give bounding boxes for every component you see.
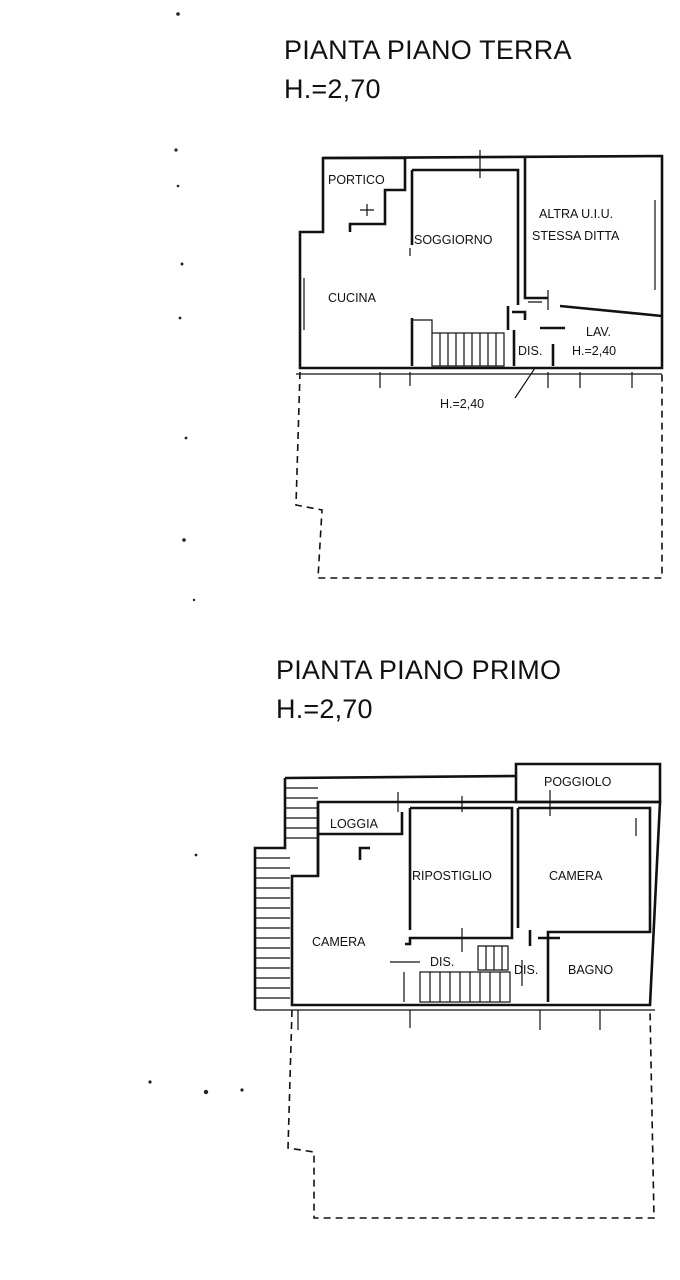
ground-floor-window-marks	[303, 150, 656, 330]
ground-floor-footprint-line	[296, 372, 662, 388]
ground-floor-height: H.=2,70	[284, 74, 381, 104]
first-floor-misc-marks	[390, 790, 637, 986]
ripostiglio-wall	[405, 806, 514, 946]
label-camera-left: CAMERA	[312, 935, 366, 949]
label-lav-height: H.=2,40	[572, 344, 616, 358]
label-cucina: CUCINA	[328, 291, 377, 305]
basement-height-leader	[514, 367, 536, 399]
dis-lav-partition	[506, 306, 565, 366]
ground-floor-basement-outline	[295, 371, 663, 579]
label-dis-right: DIS.	[514, 963, 538, 977]
label-portico: PORTICO	[328, 173, 385, 187]
label-ripostiglio: RIPOSTIGLIO	[412, 869, 492, 883]
ground-floor-outer-wall	[298, 154, 664, 370]
altra-uiu-wall	[523, 156, 663, 318]
first-floor-title: PIANTA PIANO PRIMO	[276, 655, 562, 685]
label-soggiorno: SOGGIORNO	[414, 233, 493, 247]
first-floor-height: H.=2,70	[276, 694, 373, 724]
soggiorno-wall	[410, 168, 520, 366]
first-floor-roof-hatching	[253, 774, 517, 1010]
label-dis-left: DIS.	[430, 955, 454, 969]
label-camera-right: CAMERA	[549, 869, 603, 883]
label-loggia: LOGGIA	[330, 817, 379, 831]
label-lav: LAV.	[586, 325, 611, 339]
ground-floor-title: PIANTA PIANO TERRA	[284, 35, 572, 65]
portico-wall	[323, 156, 407, 232]
first-floor-stair	[403, 945, 511, 1003]
loggia-wall	[316, 802, 404, 876]
scan-specks	[148, 12, 244, 1095]
camera-bagno-wall	[516, 806, 652, 1002]
first-floor-footprint-line	[255, 1009, 655, 1030]
label-stessa-ditta: STESSA DITTA	[532, 229, 620, 243]
label-bagno: BAGNO	[568, 963, 613, 977]
ground-floor-misc-marks	[360, 204, 542, 303]
first-floor-plan: POGGIOLO LOGGIA RIPOSTIGLIO CAMERA CAMER…	[253, 762, 662, 1219]
ground-floor-stair	[412, 319, 505, 367]
label-altra-uiu: ALTRA U.I.U.	[539, 207, 613, 221]
label-dis: DIS.	[518, 344, 542, 358]
label-poggiolo: POGGIOLO	[544, 775, 612, 789]
ground-floor-plan: PORTICO SOGGIORNO ALTRA U.I.U. STESSA DI…	[295, 150, 664, 579]
first-floor-basement-outline	[287, 1009, 655, 1219]
label-basement-height: H.=2,40	[440, 397, 484, 411]
